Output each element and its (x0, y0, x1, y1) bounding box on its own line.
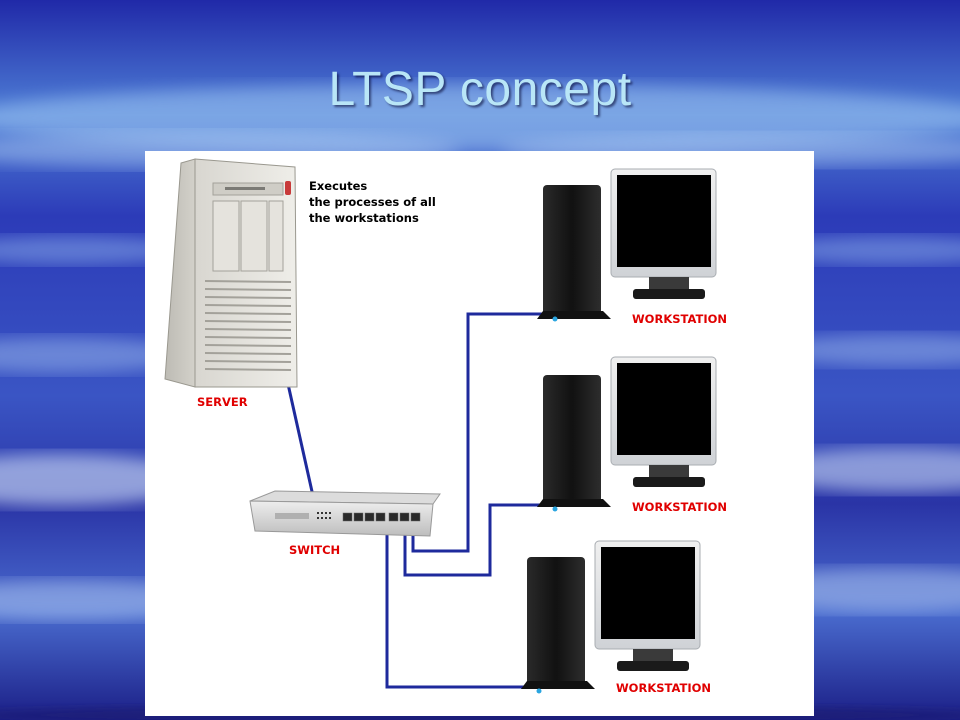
cable-server-switch (286, 383, 315, 497)
server-note-line-1: Executes (309, 179, 368, 193)
workstation-1 (537, 168, 717, 322)
server-note: Executes the processes of all the workst… (309, 178, 436, 226)
slide-title: LTSP concept (328, 63, 632, 116)
cable-switch-workstation-1 (411, 312, 545, 553)
workstation-2 (537, 356, 717, 512)
network-cables (286, 312, 545, 689)
cable-switch-workstation-3 (385, 521, 527, 689)
switch-label: SWITCH (289, 543, 341, 557)
workstation-1-label: WORKSTATION (632, 312, 727, 326)
server-tower (164, 158, 298, 388)
server-note-line-3: the workstations (309, 211, 419, 225)
cable-switch-workstation-2 (403, 503, 545, 577)
workstation-3-label: WORKSTATION (616, 681, 711, 695)
workstation-2-label: WORKSTATION (632, 500, 727, 514)
diagram-canvas (164, 158, 717, 694)
network-diagram: Executes the processes of all the workst… (145, 151, 814, 716)
server-note-line-2: the processes of all (309, 195, 436, 209)
network-switch (249, 490, 441, 537)
workstation-3 (521, 540, 701, 694)
server-label: SERVER (197, 395, 248, 409)
